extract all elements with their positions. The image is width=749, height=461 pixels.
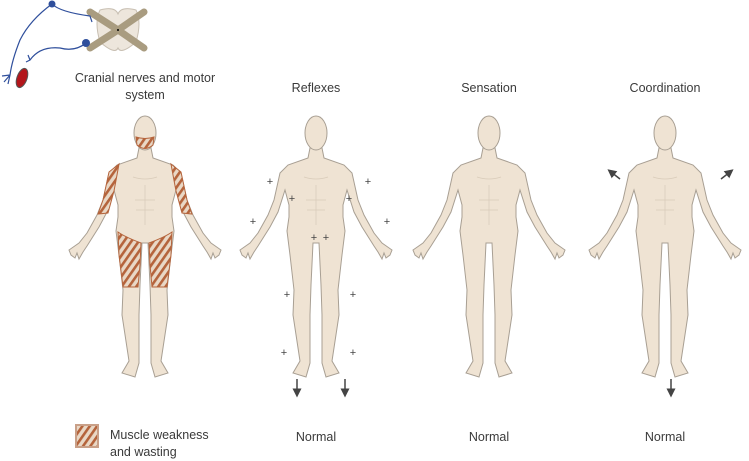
coordination-arrow-icon — [720, 169, 734, 180]
reflex-plus: + — [350, 347, 356, 359]
coordination-arrow-icon — [607, 169, 621, 180]
figure-motor — [68, 115, 222, 378]
reflex-marks: + + + + + + + + + + + + — [250, 176, 390, 359]
reflex-plus: + — [365, 176, 371, 188]
panel-title-coordination: Coordination — [629, 81, 701, 95]
figure-coordination — [588, 115, 742, 378]
spinal-cord-illustration — [1, 0, 148, 89]
reflex-plus: + — [311, 232, 317, 244]
legend-label: Muscle weakness and wasting — [110, 428, 209, 459]
reflex-plus: + — [384, 216, 390, 228]
reflex-plus: + — [250, 216, 256, 228]
panel-title-sensation: Sensation — [461, 81, 517, 95]
figure-reflexes — [239, 115, 393, 378]
panel-footer-sensation: Normal — [468, 430, 510, 444]
reflex-plus: + — [267, 176, 273, 188]
panel-title-motor: Cranial nerves and motor system — [74, 71, 216, 102]
reflex-plus: + — [350, 289, 356, 301]
reflex-plus: + — [281, 347, 287, 359]
panel-footer-reflexes: Normal — [295, 430, 337, 444]
reflex-plus: + — [284, 289, 290, 301]
panel-title-reflexes: Reflexes — [291, 81, 341, 95]
reflex-plus: + — [323, 232, 329, 244]
reflex-plus: + — [289, 193, 295, 205]
panel-footer-coordination: Normal — [644, 430, 686, 444]
reflex-plus: + — [346, 193, 352, 205]
legend-hatch-swatch — [75, 424, 99, 448]
figure-sensation — [412, 115, 566, 378]
